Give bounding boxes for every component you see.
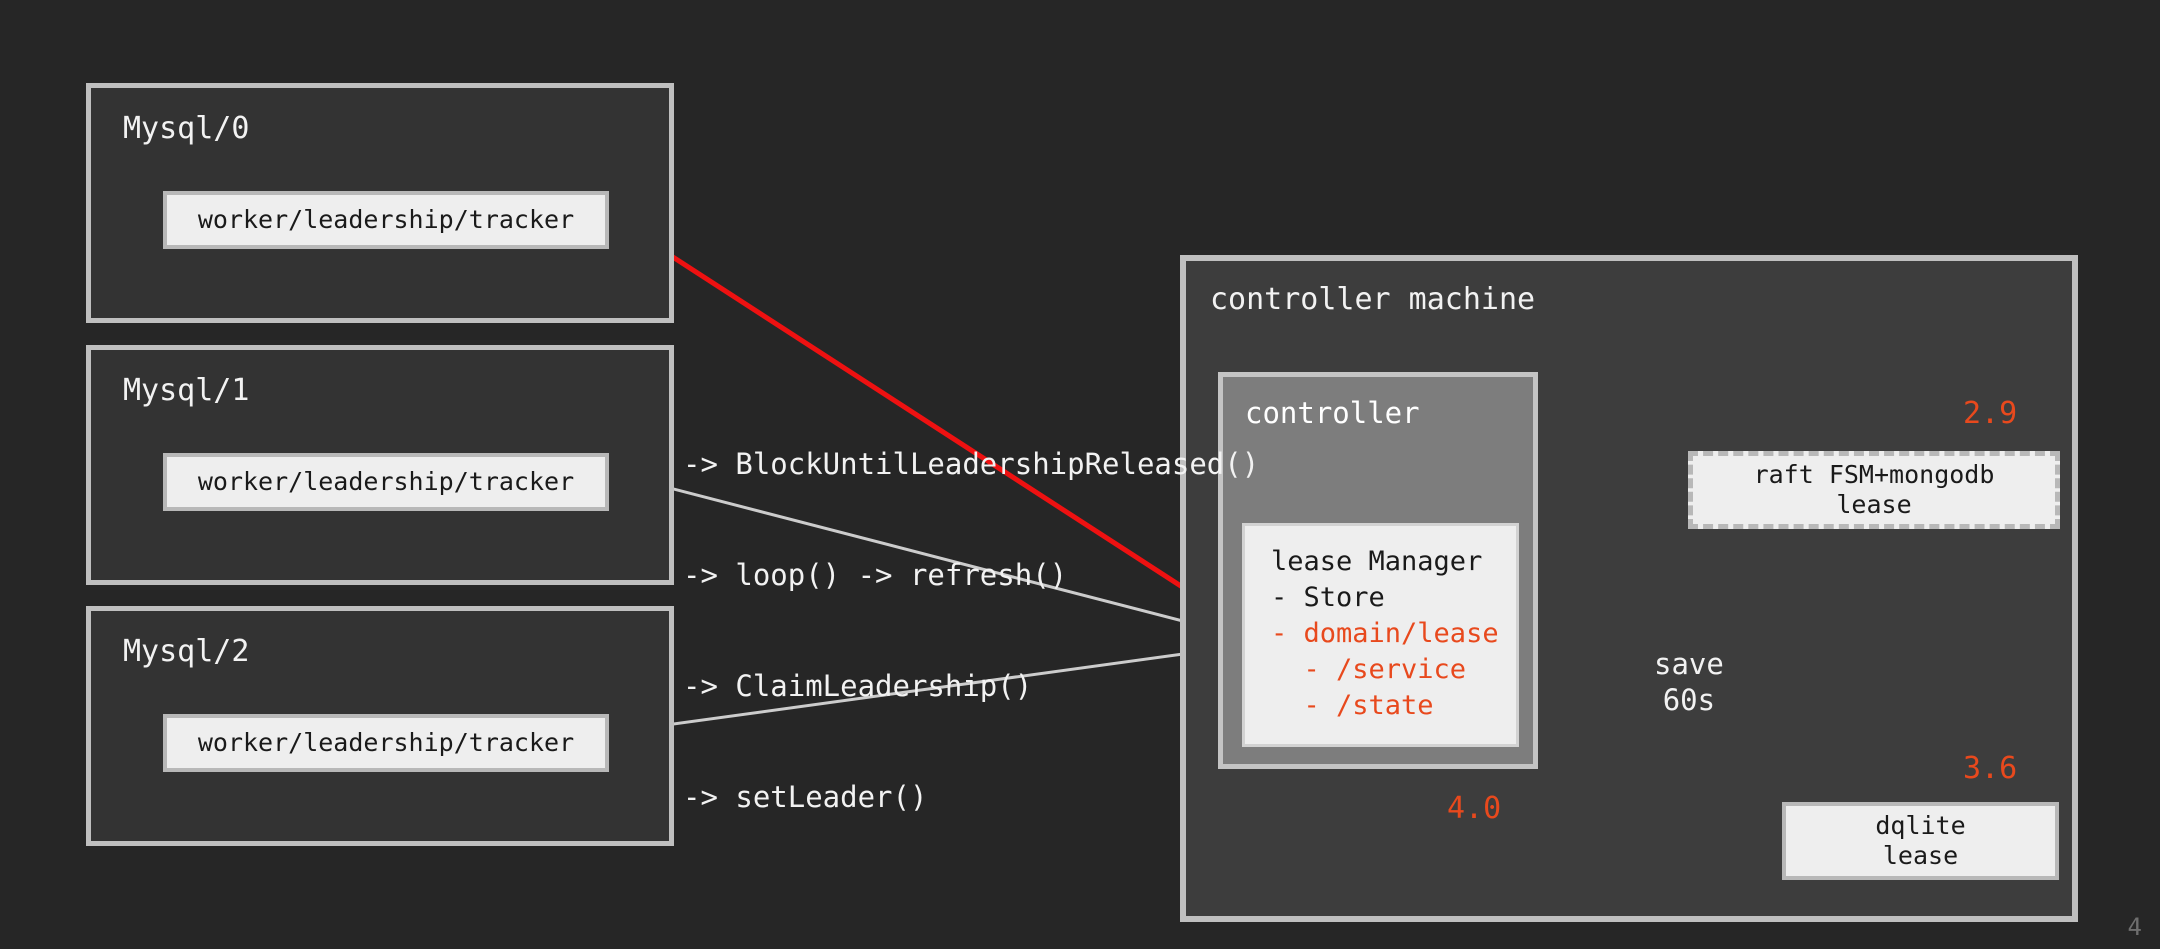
worker-chip-mysql-0[interactable]: worker/leadership/tracker (163, 191, 609, 249)
lease-manager-line-title: lease Manager (1271, 546, 1483, 577)
save-interval-label: save 60s (1654, 647, 1724, 717)
lease-manager-card[interactable]: lease Manager - Store - domain/lease - /… (1242, 523, 1519, 747)
call-chain-list: -> BlockUntilLeadershipReleased() -> loo… (683, 372, 1259, 890)
unit-title: Mysql/2 (123, 634, 250, 669)
worker-chip-mysql-2[interactable]: worker/leadership/tracker (163, 714, 609, 772)
version-label-4-0: 4.0 (1447, 791, 1502, 826)
version-label-2-9: 2.9 (1963, 396, 2018, 431)
dqlite-lease-box[interactable]: dqlite lease (1782, 802, 2059, 880)
worker-chip-mysql-1[interactable]: worker/leadership/tracker (163, 453, 609, 511)
lease-manager-line-domain-lease: - domain/lease (1271, 618, 1499, 649)
call-chain-line-4: -> setLeader() (683, 780, 928, 814)
version-label-3-6: 3.6 (1963, 751, 2018, 786)
controller-title: controller (1245, 396, 1420, 430)
call-chain-line-3: -> ClaimLeadership() (683, 669, 1033, 703)
lease-manager-line-service: - /service (1271, 654, 1467, 685)
unit-box-mysql-2[interactable]: Mysql/2 worker/leadership/tracker (86, 606, 674, 846)
call-chain-line-1: -> BlockUntilLeadershipReleased() (683, 447, 1260, 481)
unit-box-mysql-1[interactable]: Mysql/1 worker/leadership/tracker (86, 345, 674, 585)
unit-title: Mysql/0 (123, 111, 250, 146)
unit-box-mysql-0[interactable]: Mysql/0 worker/leadership/tracker (86, 83, 674, 323)
controller-machine-title: controller machine (1210, 282, 1536, 317)
lease-manager-line-state: - /state (1271, 690, 1434, 721)
raft-fsm-mongodb-lease-box[interactable]: raft FSM+mongodb lease (1688, 451, 2060, 529)
page-number: 4 (2127, 913, 2142, 941)
lease-manager-line-store: - Store (1271, 582, 1385, 613)
call-chain-line-2: -> loop() -> refresh() (683, 558, 1068, 592)
unit-title: Mysql/1 (123, 373, 250, 408)
